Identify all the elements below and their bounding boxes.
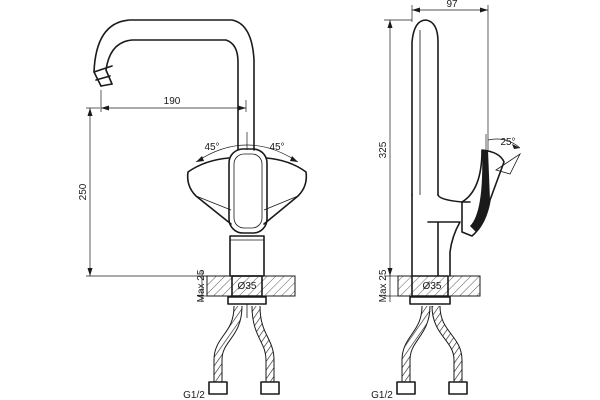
front-fixing-nut: [231, 275, 263, 297]
dim-total-height-label: 325: [378, 141, 389, 158]
front-hose-nut-left: [208, 381, 228, 395]
side-view: 25° 97 325: [371, 0, 522, 400]
front-spout: [93, 19, 255, 151]
dim-max-front-label: Max 25: [196, 269, 207, 302]
side-lever-shade: [470, 150, 490, 232]
dim-max-front: Max 25: [196, 269, 207, 302]
front-lever-right: [263, 157, 308, 225]
front-lever-left: [186, 157, 232, 225]
front-body: [228, 148, 268, 234]
front-base: [229, 235, 265, 277]
dim-max-side: Max 25: [378, 269, 398, 302]
dim-height-label: 250: [78, 183, 89, 200]
dim-thread-front-label: G1/2: [183, 390, 205, 400]
dim-reach: 190: [100, 90, 247, 112]
side-hose-nut-right: [448, 381, 468, 395]
dim-diameter-side-label: Ø35: [423, 281, 442, 292]
dim-angle-right-label: 45°: [269, 142, 284, 153]
side-washer: [409, 296, 451, 305]
dim-thread-side-label: G1/2: [371, 390, 393, 400]
dim-total-height: 325: [378, 19, 412, 277]
side-body-lower: [427, 221, 461, 277]
dim-depth: 97: [411, 0, 489, 150]
dim-lever-angles: 45° 45°: [195, 132, 299, 163]
dim-max-side-label: Max 25: [378, 269, 389, 302]
dim-lever-angle: 25°: [485, 134, 521, 150]
front-hose-nut-right: [260, 381, 280, 395]
dim-height: 250: [78, 107, 207, 277]
dim-depth-label: 97: [446, 0, 458, 10]
front-view: 190 250 45° 45° Max 25 Ø35 G1/: [78, 19, 308, 400]
front-lever-inner: [195, 195, 299, 211]
dim-angle-left-label: 45°: [204, 142, 219, 153]
side-spout: [411, 19, 439, 196]
front-washer: [227, 296, 267, 305]
dim-lever-angle-label: 25°: [500, 137, 515, 148]
side-fixing-nut: [411, 275, 449, 297]
side-lever-ghost: [495, 152, 522, 175]
side-hose-nut-left: [396, 381, 416, 395]
front-body-inner: [233, 153, 263, 229]
dim-diameter-front-label: Ø35: [238, 281, 257, 292]
dim-reach-label: 190: [164, 96, 181, 107]
front-aerator: [93, 65, 113, 87]
